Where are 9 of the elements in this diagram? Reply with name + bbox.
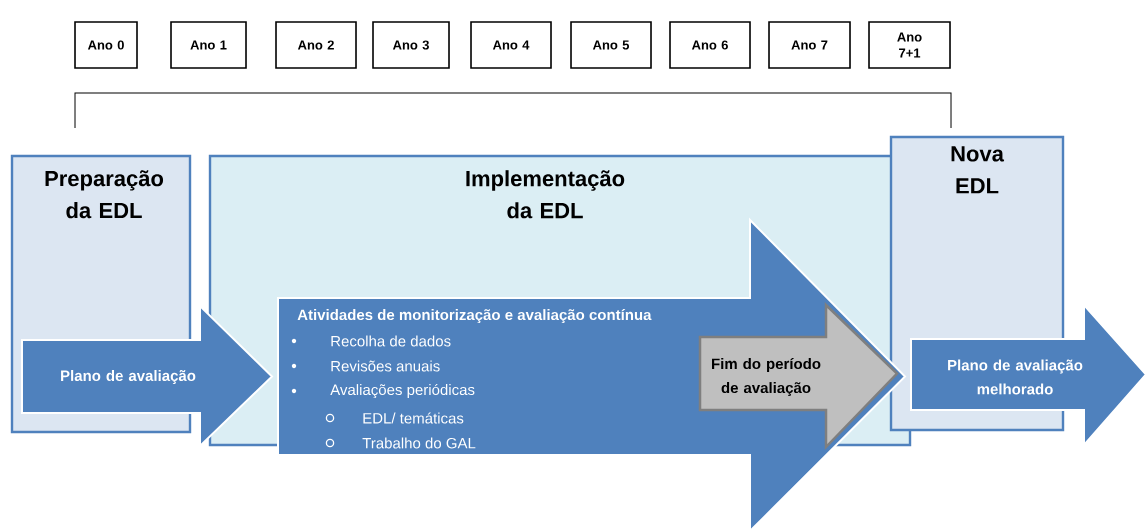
year-box: Ano 0 [74, 21, 138, 69]
year-box: Ano 4 [470, 21, 552, 69]
year-box: Ano 5 [570, 21, 652, 69]
year-box: Ano 2 [275, 21, 357, 69]
year-box: Ano 6 [669, 21, 751, 69]
year-box: Ano 1 [170, 21, 247, 69]
year-box: Ano 3 [372, 21, 450, 69]
year-box: Ano 7 [768, 21, 851, 69]
year-box: Ano 7+1 [868, 21, 951, 69]
